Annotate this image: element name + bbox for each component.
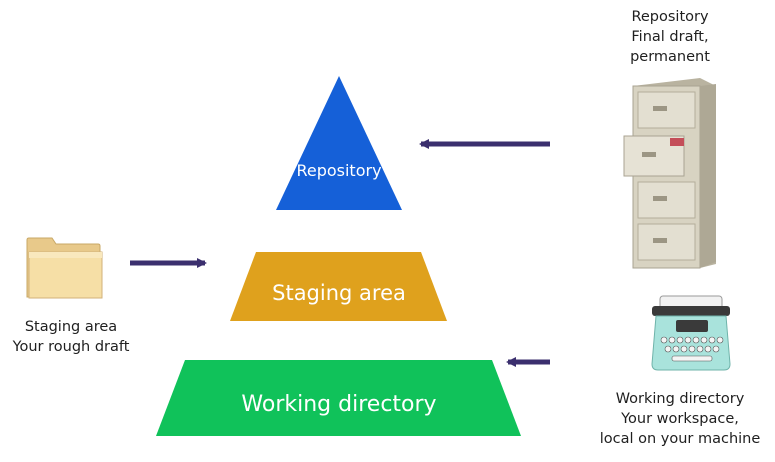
repository-triangle <box>276 76 402 210</box>
staging-caption-line2: Your rough draft <box>12 339 130 355</box>
staging-caption-line1: Staging area <box>24 319 118 335</box>
working-caption-line3: local on your machine <box>599 431 761 447</box>
staging-caption: Staging area Your rough draft <box>0 317 142 357</box>
filing-cabinet-icon <box>623 78 716 269</box>
working-caption: Working directory Your workspace, local … <box>585 389 775 449</box>
staging-label: Staging area <box>272 281 406 305</box>
working-trapezoid <box>156 360 521 436</box>
working-label: Working directory <box>241 392 436 417</box>
repository-caption-line3: permanent <box>630 49 710 65</box>
repository-caption-line1: Repository <box>631 9 709 25</box>
repository-label: Repository <box>296 161 381 180</box>
working-caption-line2: Your workspace, <box>621 411 739 427</box>
typewriter-icon <box>651 295 731 371</box>
working-caption-line1: Working directory <box>615 391 745 407</box>
folder-icon <box>26 237 103 299</box>
repository-caption: Repository Final draft, permanent <box>590 7 750 67</box>
staging-trapezoid <box>230 252 447 321</box>
repository-caption-line2: Final draft, <box>631 29 709 45</box>
